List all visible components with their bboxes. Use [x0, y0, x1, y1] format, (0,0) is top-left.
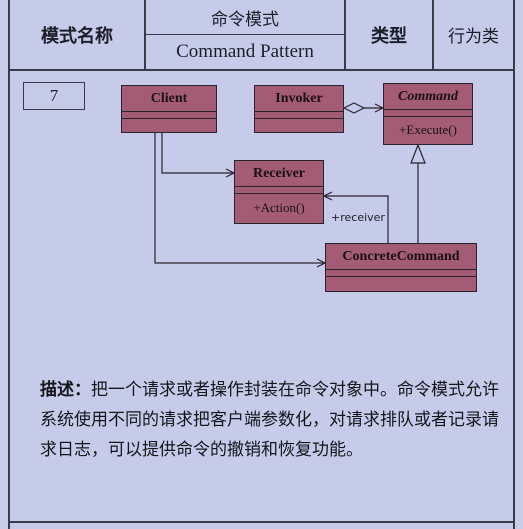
- concrete-receiver-line: [324, 195, 389, 243]
- name-label: 模式名称: [10, 0, 146, 69]
- pattern-name-en: Command Pattern: [176, 41, 314, 62]
- command-class-name: Command: [384, 84, 472, 110]
- client-operations: [122, 119, 216, 126]
- client-attributes: [122, 112, 216, 119]
- concrete-command-attributes: [326, 270, 476, 277]
- concrete-command-class: ConcreteCommand: [325, 243, 477, 292]
- pattern-card: 模式名称 命令模式 Command Pattern 类型 行为类 7 Clien…: [8, 0, 515, 529]
- relationship-lines: [154, 102, 426, 268]
- description-text: 把一个请求或者操作封装在命令对象中。命令模式允许系统使用不同的请求把客户端参数化…: [40, 380, 499, 460]
- description-lead: 描述：: [40, 380, 91, 400]
- invoker-class: Invoker: [254, 85, 344, 133]
- receiver-class-name: Receiver: [235, 161, 323, 187]
- invoker-operations: [255, 119, 343, 126]
- pattern-number: 7: [23, 82, 85, 110]
- receiver-operation: +Action(): [253, 199, 305, 215]
- bottom-divider: [10, 521, 513, 523]
- aggregation-diamond: [342, 102, 366, 114]
- type-value: 行为类: [448, 27, 499, 47]
- inheritance-triangle: [410, 143, 426, 164]
- concrete-receiver-arrowhead: [322, 191, 333, 201]
- command-class: Command +Execute(): [383, 83, 473, 145]
- command-operation: +Execute(): [399, 122, 457, 137]
- command-attributes: [384, 110, 472, 117]
- receiver-class: Receiver +Action(): [234, 160, 324, 224]
- client-class-name: Client: [122, 86, 216, 112]
- receiver-association-label: +receiver: [331, 211, 385, 224]
- concrete-command-class-name: ConcreteCommand: [326, 244, 476, 270]
- receiver-attributes: [235, 187, 323, 194]
- type-label: 类型: [344, 0, 434, 69]
- invoker-attributes: [255, 112, 343, 119]
- client-class: Client: [121, 85, 217, 133]
- client-receiver-line: [161, 133, 234, 174]
- invoker-class-name: Invoker: [255, 86, 343, 112]
- description: 描述：把一个请求或者操作封装在命令对象中。命令模式允许系统使用不同的请求把客户端…: [40, 375, 506, 465]
- pattern-header: 模式名称 命令模式 Command Pattern 类型 行为类: [10, 0, 513, 71]
- pattern-name-zh: 命令模式: [146, 0, 344, 35]
- concrete-command-operations: [326, 277, 476, 284]
- client-concrete-line: [154, 133, 325, 264]
